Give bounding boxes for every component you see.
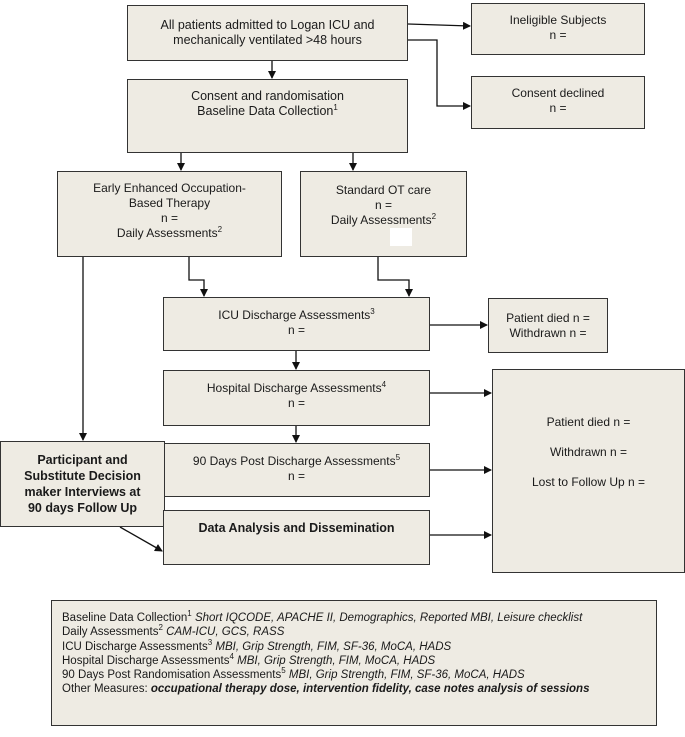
- early-daily-label: Daily Assessments: [116, 226, 218, 240]
- consent-declined-box: Consent declined n =: [471, 76, 645, 129]
- interviews-line-1: Participant and: [37, 453, 128, 467]
- legend-hospital: Hospital Discharge Assessments4 MBI, Gri…: [62, 652, 646, 668]
- legend-ninety-label: 90 Days Post Randomisation Assessments: [62, 669, 282, 682]
- baseline-sup: 1: [333, 102, 338, 112]
- all-patients-line-2: mechanically ventilated >48 hours: [173, 33, 362, 47]
- legend-icu-sup: 3: [207, 637, 213, 647]
- legend-other-items: occupational therapy dose, intervention …: [150, 683, 590, 696]
- legend-ninety: 90 Days Post Randomisation Assessments5 …: [62, 666, 646, 682]
- legend-other-label: Other Measures:: [62, 683, 148, 696]
- baseline-label: Baseline Data Collection: [197, 104, 334, 118]
- standard-ot-box: Standard OT care n = Daily Assessments2: [300, 171, 467, 257]
- outcomes-patient-died: Patient died n =: [546, 415, 631, 429]
- legend-other: Other Measures: occupational therapy dos…: [62, 682, 646, 696]
- icu-count: n =: [287, 323, 305, 337]
- hospital-line-1: Hospital Discharge Assessments4: [207, 381, 386, 396]
- legend-daily-label: Daily Assessments: [62, 626, 159, 639]
- interviews-line-4: 90 days Follow Up: [27, 501, 138, 515]
- hospital-discharge-box: Hospital Discharge Assessments4 n =: [163, 370, 430, 426]
- ineligible-box: Ineligible Subjects n =: [471, 3, 645, 55]
- consent-randomisation-box: Consent and randomisation Baseline Data …: [127, 79, 408, 153]
- arrow-to-ineligible: [407, 21, 471, 30]
- standard-daily-label: Daily Assessments: [330, 213, 432, 227]
- early-line-2: Based Therapy: [128, 196, 211, 210]
- legend-hospital-sup: 4: [229, 652, 234, 662]
- arrow-early-to-icu: [188, 257, 208, 297]
- arrow-interviews-to-analysis: [119, 526, 163, 552]
- consent-line-2: Baseline Data Collection1: [197, 102, 338, 119]
- early-line-1: Early Enhanced Occupation-: [93, 181, 246, 195]
- legend-daily-sup: 2: [158, 623, 163, 633]
- legend-baseline: Baseline Data Collection1 Short IQCODE, …: [62, 609, 646, 625]
- legend-ninety-items: MBI, Grip Strength, FIM, SF-36, MoCA, HA…: [288, 669, 525, 682]
- ninety-count: n =: [287, 469, 305, 483]
- outcomes-withdrawn: Withdrawn n =: [549, 445, 628, 459]
- legend-baseline-sup: 1: [187, 609, 192, 619]
- early-count: n =: [160, 211, 178, 225]
- icu-sup: 3: [370, 307, 375, 316]
- ninety-line-1: 90 Days Post Discharge Assessments5: [193, 454, 400, 469]
- early-enhanced-box: Early Enhanced Occupation- Based Therapy…: [57, 171, 282, 257]
- icu-discharge-box: ICU Discharge Assessments3 n =: [163, 297, 430, 351]
- consent-line-1: Consent and randomisation: [191, 89, 344, 103]
- interviews-box: Participant and Substitute Decision make…: [0, 441, 165, 527]
- all-patients-line-1: All patients admitted to Logan ICU and: [160, 18, 375, 32]
- data-analysis-label: Data Analysis and Dissemination: [198, 521, 395, 535]
- legend-hospital-items: MBI, Grip Strength, FIM, MoCA, HADS: [237, 654, 436, 667]
- consent-declined-label: Consent declined: [511, 86, 605, 100]
- arrow-standard-to-icu: [377, 257, 413, 297]
- data-analysis-box: Data Analysis and Dissemination: [163, 510, 430, 565]
- hospital-count: n =: [287, 396, 305, 410]
- standard-count: n =: [374, 198, 392, 212]
- hospital-label: Hospital Discharge Assessments: [206, 381, 382, 395]
- legend-baseline-items: Short IQCODE, APACHE II, Demographics, R…: [194, 612, 583, 624]
- hospital-sup: 4: [381, 380, 387, 389]
- legend-icu-items: MBI, Grip Strength, FIM, SF-36, MoCA, HA…: [215, 640, 452, 653]
- early-daily: Daily Assessments2: [117, 226, 222, 241]
- legend-ninety-sup: 5: [281, 666, 286, 676]
- patient-died-withdrawn-box: Patient died n = Withdrawn n =: [488, 298, 608, 353]
- ineligible-count: n =: [549, 28, 567, 42]
- interviews-line-3: maker Interviews at: [24, 485, 141, 499]
- legend-daily-items: CAM-ICU, GCS, RASS: [166, 626, 285, 639]
- ninety-days-box: 90 Days Post Discharge Assessments5 n =: [163, 443, 430, 497]
- interviews-line-2: Substitute Decision: [24, 469, 141, 483]
- arrow-to-consent-declined: [408, 39, 471, 110]
- consent-declined-count: n =: [549, 101, 567, 115]
- legend-baseline-label: Baseline Data Collection: [62, 612, 188, 624]
- all-patients-box: All patients admitted to Logan ICU and m…: [127, 5, 408, 61]
- standard-line-1: Standard OT care: [335, 183, 432, 197]
- ninety-label: 90 Days Post Discharge Assessments: [192, 454, 396, 468]
- ninety-sup: 5: [395, 453, 401, 462]
- legend-icu: ICU Discharge Assessments3 MBI, Grip Str…: [62, 637, 646, 654]
- standard-daily: Daily Assessments2: [331, 213, 436, 228]
- icu-label: ICU Discharge Assessments: [218, 308, 371, 322]
- withdrawn-1: Withdrawn n =: [509, 325, 587, 340]
- outcomes-lost: Lost to Follow Up n =: [531, 475, 646, 489]
- outcomes-box: Patient died n = Withdrawn n = Lost to F…: [492, 369, 685, 573]
- standard-daily-sup: 2: [431, 212, 437, 221]
- icu-line-1: ICU Discharge Assessments3: [218, 308, 375, 323]
- blank-patch: [390, 228, 412, 246]
- legend-daily: Daily Assessments2 CAM-ICU, GCS, RASS: [62, 623, 646, 639]
- legend-hospital-label: Hospital Discharge Assessments: [62, 654, 230, 667]
- ineligible-label: Ineligible Subjects: [509, 13, 607, 27]
- early-daily-sup: 2: [217, 225, 223, 234]
- legend-icu-label: ICU Discharge Assessments: [62, 640, 208, 653]
- patient-died-1: Patient died n =: [506, 310, 590, 325]
- legend-box: Baseline Data Collection1 Short IQCODE, …: [51, 600, 657, 726]
